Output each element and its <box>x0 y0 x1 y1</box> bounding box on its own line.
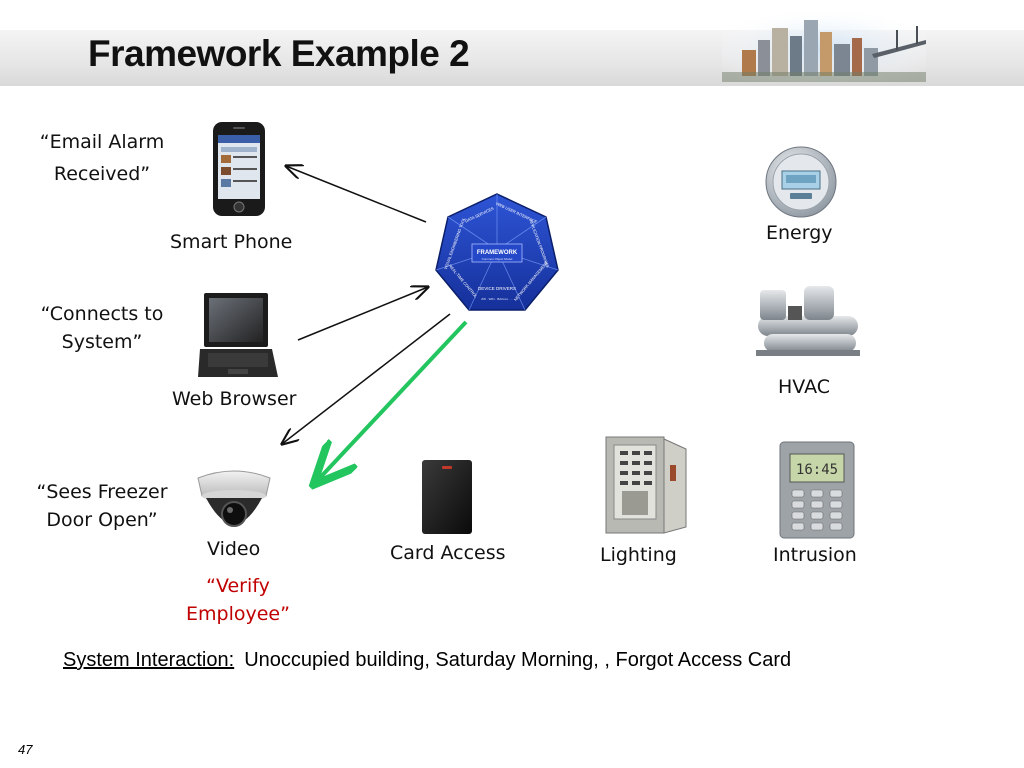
lighting-panel-icon <box>604 435 688 535</box>
hvac-chiller-icon <box>750 284 866 360</box>
smart-phone-label: Smart Phone <box>170 231 292 253</box>
connects-quote-line1: “Connects to <box>22 300 182 328</box>
page-number: 47 <box>18 742 32 757</box>
svg-text:16:45: 16:45 <box>796 462 838 478</box>
system-interaction-footer: System Interaction: Unoccupied building, … <box>63 649 791 672</box>
email-alarm-quote-line1: “Email Alarm <box>22 128 182 156</box>
verify-employee-quote-line2: Employee” <box>160 600 316 628</box>
verify-employee-quote-line1: “Verify <box>160 572 316 600</box>
email-alarm-quote-line2: Received” <box>22 160 182 188</box>
hub-segment-device-drivers: DEVICE DRIVERS <box>478 286 516 291</box>
card-access-label: Card Access <box>390 542 506 564</box>
sees-freezer-quote-line1: “Sees Freezer <box>22 478 182 506</box>
hub-bottom-text: ZW · WiFi · BACnet · ... <box>481 297 513 301</box>
connects-quote-line2: System” <box>22 328 182 356</box>
arrow-to-video <box>282 314 450 444</box>
connects-quote: “Connects to System” <box>22 300 182 356</box>
energy-label: Energy <box>766 222 833 244</box>
dome-camera-icon <box>194 464 274 540</box>
smart-phone-icon <box>212 121 266 217</box>
hub-center-text: FRAMEWORK <box>477 250 518 256</box>
card-reader-icon <box>420 458 474 536</box>
system-interaction-text: Unoccupied building, Saturday Morning, ,… <box>244 649 791 671</box>
video-label: Video <box>207 538 260 560</box>
intrusion-label: Intrusion <box>773 544 857 566</box>
sees-freezer-quote-line2: Door Open” <box>22 506 182 534</box>
arrow-to-smart-phone <box>286 166 426 222</box>
intrusion-keypad-icon: 16:45 <box>778 440 856 540</box>
sees-freezer-quote: “Sees Freezer Door Open” <box>22 478 182 534</box>
system-interaction-label: System Interaction: <box>63 649 234 671</box>
laptop-icon <box>198 291 280 381</box>
email-alarm-quote: “Email Alarm Received” <box>22 128 182 188</box>
framework-hub-diagram: FRAMEWORK Common Object Model DATA SERVI… <box>434 192 560 312</box>
hub-subtitle-text: Common Object Model <box>482 257 513 261</box>
verify-employee-quote: “Verify Employee” <box>160 572 316 628</box>
energy-meter-icon <box>764 145 838 219</box>
hvac-label: HVAC <box>778 376 830 398</box>
arrow-from-web-browser <box>298 287 428 340</box>
lighting-label: Lighting <box>600 544 677 566</box>
web-browser-label: Web Browser <box>172 388 296 410</box>
